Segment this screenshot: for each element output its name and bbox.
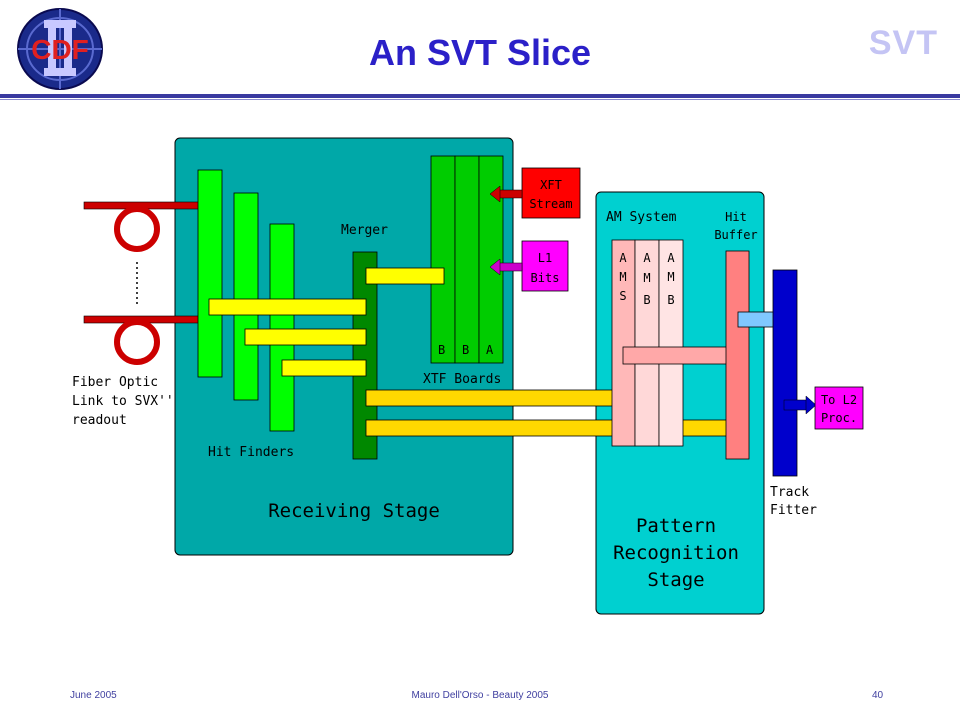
am-col-2-line-2: M xyxy=(643,271,650,285)
pattern-label-line-1: Pattern xyxy=(636,515,716,537)
l1-arrow xyxy=(489,258,523,276)
footer-page-number: 40 xyxy=(872,690,884,701)
slide-title: An SVT Slice xyxy=(368,32,592,73)
am-bus xyxy=(622,346,738,365)
am-col-1-line-2: M xyxy=(619,270,626,284)
fiber-label-line-2: Link to SVX'' xyxy=(72,394,174,409)
l1-bits-label-1: L1 xyxy=(538,251,552,265)
track-fitter xyxy=(772,269,798,477)
hit-buffer xyxy=(725,250,750,460)
xtf-board-letter-2: B xyxy=(462,343,469,357)
pattern-label-line-3: Stage xyxy=(647,569,704,591)
xtf-board-letter-3: A xyxy=(486,343,494,357)
header-rule-thin xyxy=(0,99,960,100)
hit-buffer-label-1: Hit xyxy=(725,210,747,224)
fiber-optic-label: Fiber Optic Link to SVX'' readout xyxy=(72,375,174,428)
track-fitter-label-1: Track xyxy=(770,485,809,500)
receiving-stage-box xyxy=(174,137,514,556)
xft-arrow xyxy=(489,185,523,203)
to-l2-box xyxy=(814,386,864,430)
to-l2-arrow xyxy=(783,395,817,415)
am-col-2-line-1: A xyxy=(643,251,651,265)
xtf-board-letter-1: B xyxy=(438,343,445,357)
hit-buffer-label-2: Buffer xyxy=(714,228,757,242)
xtf-boards-label: XTF Boards xyxy=(423,372,501,387)
fiber-label-line-3: readout xyxy=(72,413,127,428)
xft-stream-label-1: XFT xyxy=(540,178,562,192)
xtf-boards xyxy=(430,155,504,364)
fiber-label-line-1: Fiber Optic xyxy=(72,375,158,390)
am-col-3-line-3: B xyxy=(667,293,674,307)
pattern-label-line-2: Recognition xyxy=(613,542,739,564)
merger-label: Merger xyxy=(341,223,388,238)
xft-stream-label-2: Stream xyxy=(529,197,572,211)
am-boards xyxy=(611,239,684,447)
am-col-1-line-1: A xyxy=(619,251,627,265)
footer-center: Mauro Dell'Orso - Beauty 2005 xyxy=(411,690,549,701)
am-col-1-line-3: S xyxy=(619,289,626,303)
hit-finders xyxy=(197,169,295,432)
header-rule xyxy=(0,94,960,98)
cdf-logo: CDF xyxy=(14,6,106,97)
svt-corner-mark: SVT xyxy=(868,24,938,62)
am-col-2-line-3: B xyxy=(643,293,650,307)
to-l2-label-2: Proc. xyxy=(821,411,857,425)
am-system-label: AM System xyxy=(606,210,677,225)
logo-text: CDF xyxy=(31,34,89,65)
l1-bits-label-2: Bits xyxy=(531,271,560,285)
receiving-stage-label: Receiving Stage xyxy=(268,500,440,522)
am-col-3-line-2: M xyxy=(667,270,674,284)
hit-finders-label: Hit Finders xyxy=(208,445,294,460)
footer-date: June 2005 xyxy=(70,690,117,701)
to-l2-label-1: To L2 xyxy=(821,393,857,407)
track-fitter-label-2: Fitter xyxy=(770,503,817,518)
xft-stream-box xyxy=(521,167,581,219)
am-col-3-line-1: A xyxy=(667,251,675,265)
fiber-optic-links xyxy=(83,201,201,365)
